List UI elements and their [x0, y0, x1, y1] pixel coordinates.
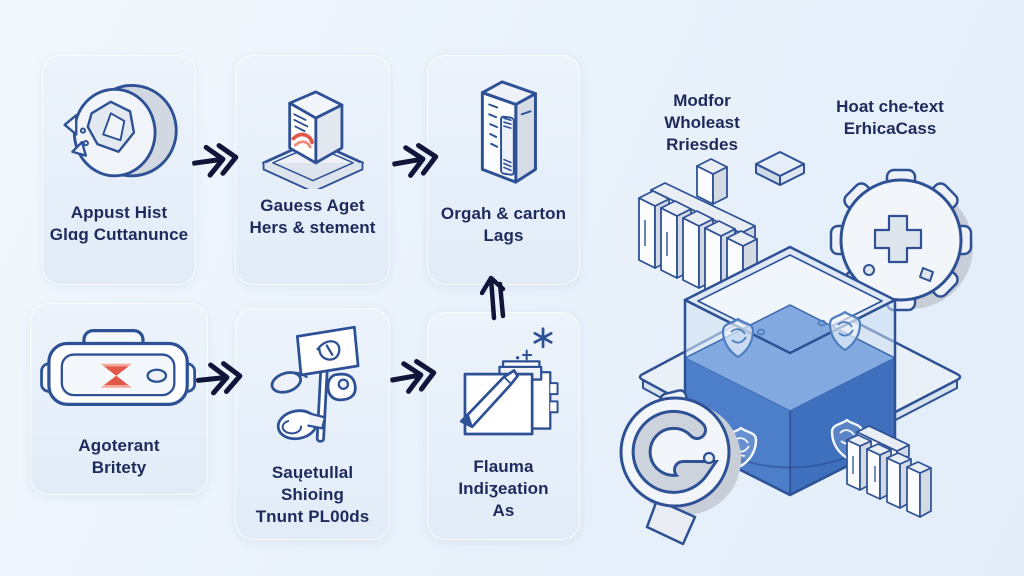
mini-cube-icon [755, 151, 805, 186]
package-box-icon [252, 77, 374, 189]
isometric-scene [605, 140, 1024, 576]
card-label-line: Shioing [280, 485, 345, 504]
label-line: Hoat che-text [836, 97, 944, 116]
label-line: Wholeast [664, 113, 740, 132]
card-label-line: Tnunt PL00ds [255, 507, 370, 526]
shield-badge-icon [721, 317, 766, 359]
right-arrow-icon [194, 354, 248, 403]
flow-card-6: Flauma Indiʒeation As [427, 312, 580, 540]
card-label: Saųetullal Shioing Tnunt PL00ds [256, 462, 370, 528]
device-case-icon [36, 317, 202, 429]
illustration-label-left: Modfor Wholeast Rriesdes [632, 90, 772, 156]
up-arrow-icon [480, 266, 516, 324]
card-label-line: Flauma [473, 457, 534, 476]
keys-sign-icon [253, 318, 373, 456]
flow-card-3: Orgah & carton Lags [427, 55, 580, 285]
card-label-line: Gauess Aget [260, 196, 365, 215]
flow-card-5: Saųetullal Shioing Tnunt PL00ds [235, 308, 390, 540]
card-label-line: Orgah & carton [440, 204, 567, 223]
card-label-line: Saųetullal [271, 463, 354, 482]
label-line: Rriesdes [666, 135, 738, 154]
card-label-line: Glɑg Cuttanunce [49, 225, 189, 244]
card-label-line: Britety [91, 458, 147, 477]
gear-disc [619, 389, 741, 546]
illustration-label-right: Hoat che-text ErhicaCass [808, 96, 972, 140]
translucent-tank [683, 245, 897, 497]
label-line: Modfor [673, 91, 731, 110]
flow-card-4: Agoterant Britety [30, 303, 208, 495]
card-label: Gauess Aget Hers & stement [249, 195, 375, 239]
card-label-line: Hers & stement [249, 218, 376, 237]
server-tower-icon [445, 69, 563, 197]
card-label: Orgah & carton Lags [441, 203, 566, 247]
card-label-line: Appust Hist [70, 203, 168, 222]
right-arrow-icon [389, 134, 446, 186]
right-arrow-icon [189, 135, 245, 186]
flow-card-2: Gauess Aget Hers & stement [235, 55, 390, 285]
shield-badge-icon [817, 310, 862, 352]
card-label: Agoterant Britety [78, 435, 159, 479]
document-pen-icon [445, 320, 563, 450]
card-label-line: Indiʒeation [458, 479, 549, 498]
gear-ring-icon [57, 71, 182, 196]
card-label: Flauma Indiʒeation As [458, 456, 548, 522]
label-line: ErhicaCass [843, 119, 937, 138]
card-label-line: Agoterant [78, 436, 160, 455]
card-label: Appust Hist Glɑg Cuttanunce [50, 202, 188, 246]
right-arrow-icon [387, 350, 444, 402]
block-cluster [846, 425, 932, 518]
card-label-line: Lags [483, 226, 524, 245]
card-label-line: As [492, 501, 515, 520]
gear-large [829, 168, 973, 312]
flow-card-1: Appust Hist Glɑg Cuttanunce [42, 55, 196, 285]
